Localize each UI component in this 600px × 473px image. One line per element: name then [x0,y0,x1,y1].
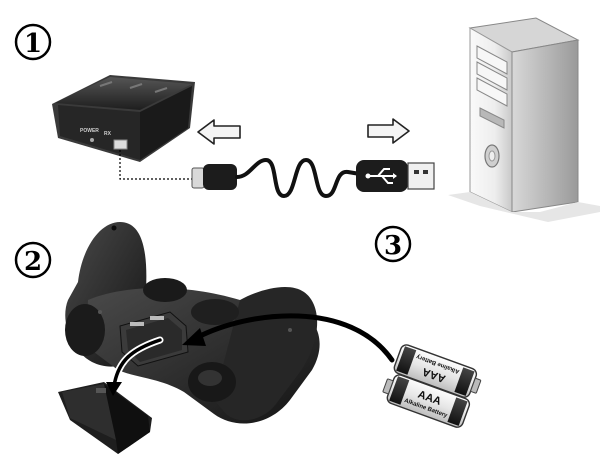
step-1-badge: 1 [14,23,52,61]
arrow-left-icon [197,119,241,145]
usb-cable-icon [191,157,435,199]
wireless-receiver-icon: POWER RX [52,75,195,162]
pc-tower-icon [448,17,600,222]
usb-port [113,139,128,150]
arrow-remove-cover-icon [106,336,164,396]
battery-1: AAA Alkaline Battery [393,344,482,398]
arrow-insert-batteries-icon [182,313,395,363]
power-led [90,138,94,142]
battery-cover-icon [58,382,152,454]
step-2-badge: 2 [14,241,52,279]
step-3-number: 3 [384,231,402,261]
connector-dotted-line [119,150,192,180]
step-1-number: 1 [24,29,42,59]
step-3-badge: 3 [374,225,412,263]
arrow-right-icon [367,118,410,144]
rx-label: RX [104,131,112,137]
power-label: POWER [80,128,99,134]
step-2-number: 2 [24,247,42,277]
